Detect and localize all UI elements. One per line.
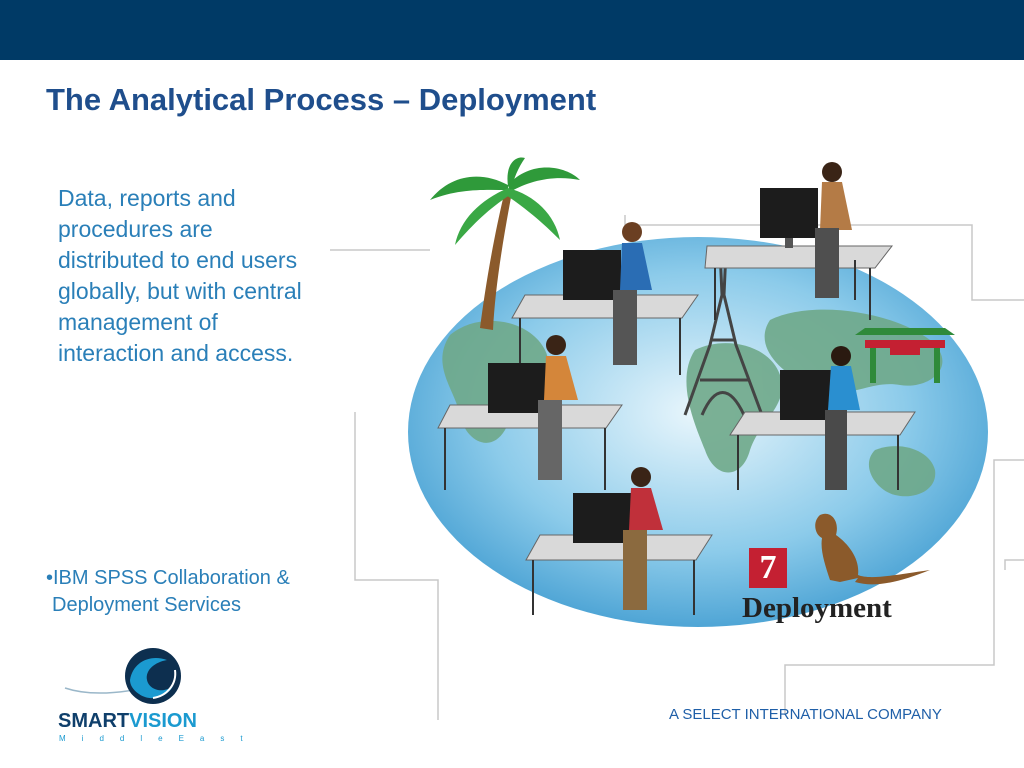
workstation [511,222,699,375]
step-label: Deployment [742,592,892,624]
deployment-illustration [330,157,1024,720]
bullet-line: Deployment Services [52,594,241,616]
description-line: Data, reports and [58,185,236,211]
logo-subtitle: MiddleEast [59,734,259,743]
connector-lines [330,215,1024,720]
slide-title: The Analytical Process – Deployment [46,82,597,117]
workstations [437,162,916,615]
description-line: interaction and access. [58,340,294,366]
step-number-badge: 7 [749,548,787,588]
swirl-logo-icon [64,648,181,704]
description-line: management of [58,309,218,335]
workstation [729,346,916,490]
logo-wordmark: SMARTVISION [58,710,197,732]
workstation [437,335,623,490]
description-text: Data, reports and procedures are distrib… [58,183,378,369]
bullet-line: •IBM SPSS Collaboration & [46,567,290,589]
description-line: globally, but with central [58,278,302,304]
product-bullet: •IBM SPSS Collaboration & Deployment Ser… [46,565,290,619]
description-line: distributed to end users [58,247,298,273]
header-bar [0,0,1024,60]
kangaroo-icon [815,513,930,585]
workstation [525,467,713,615]
footer-company: A SELECT INTERNATIONAL COMPANY [669,706,942,723]
chinese-gate-icon [855,328,955,383]
eiffel-tower-icon [683,249,764,416]
company-logo: SMARTVISION MiddleEast [55,640,245,745]
palm-tree-icon [430,157,580,330]
description-line: procedures are [58,216,213,242]
workstation [704,162,894,320]
